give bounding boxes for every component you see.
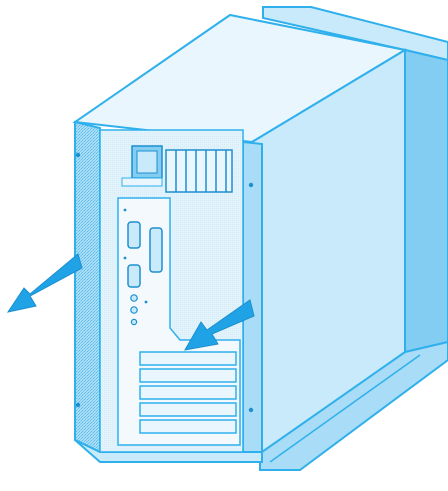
expansion-slot [140, 386, 236, 399]
chassis-side [405, 50, 448, 352]
expansion-slot [140, 403, 236, 416]
expansion-slots [140, 352, 236, 433]
expansion-slot [140, 369, 236, 382]
cover-front-rim-left [75, 122, 100, 452]
expansion-slot [140, 420, 236, 433]
expansion-slot [140, 352, 236, 365]
rim-screw [249, 408, 253, 412]
serial-port-icon [128, 222, 140, 248]
computer-back-panel [100, 130, 243, 452]
vent-grille [166, 150, 232, 192]
parallel-port-icon [150, 228, 162, 272]
arrow-slide-left-icon [8, 254, 82, 312]
rim-screw [76, 403, 80, 407]
ps2-port-icon [131, 307, 137, 313]
rim-screw [249, 183, 253, 187]
serial-port-icon [128, 265, 140, 287]
cover-front-rim-right [243, 142, 262, 452]
rim-screw [76, 153, 80, 157]
ps2-port-icon [131, 295, 137, 301]
audio-port-icon [131, 319, 136, 324]
